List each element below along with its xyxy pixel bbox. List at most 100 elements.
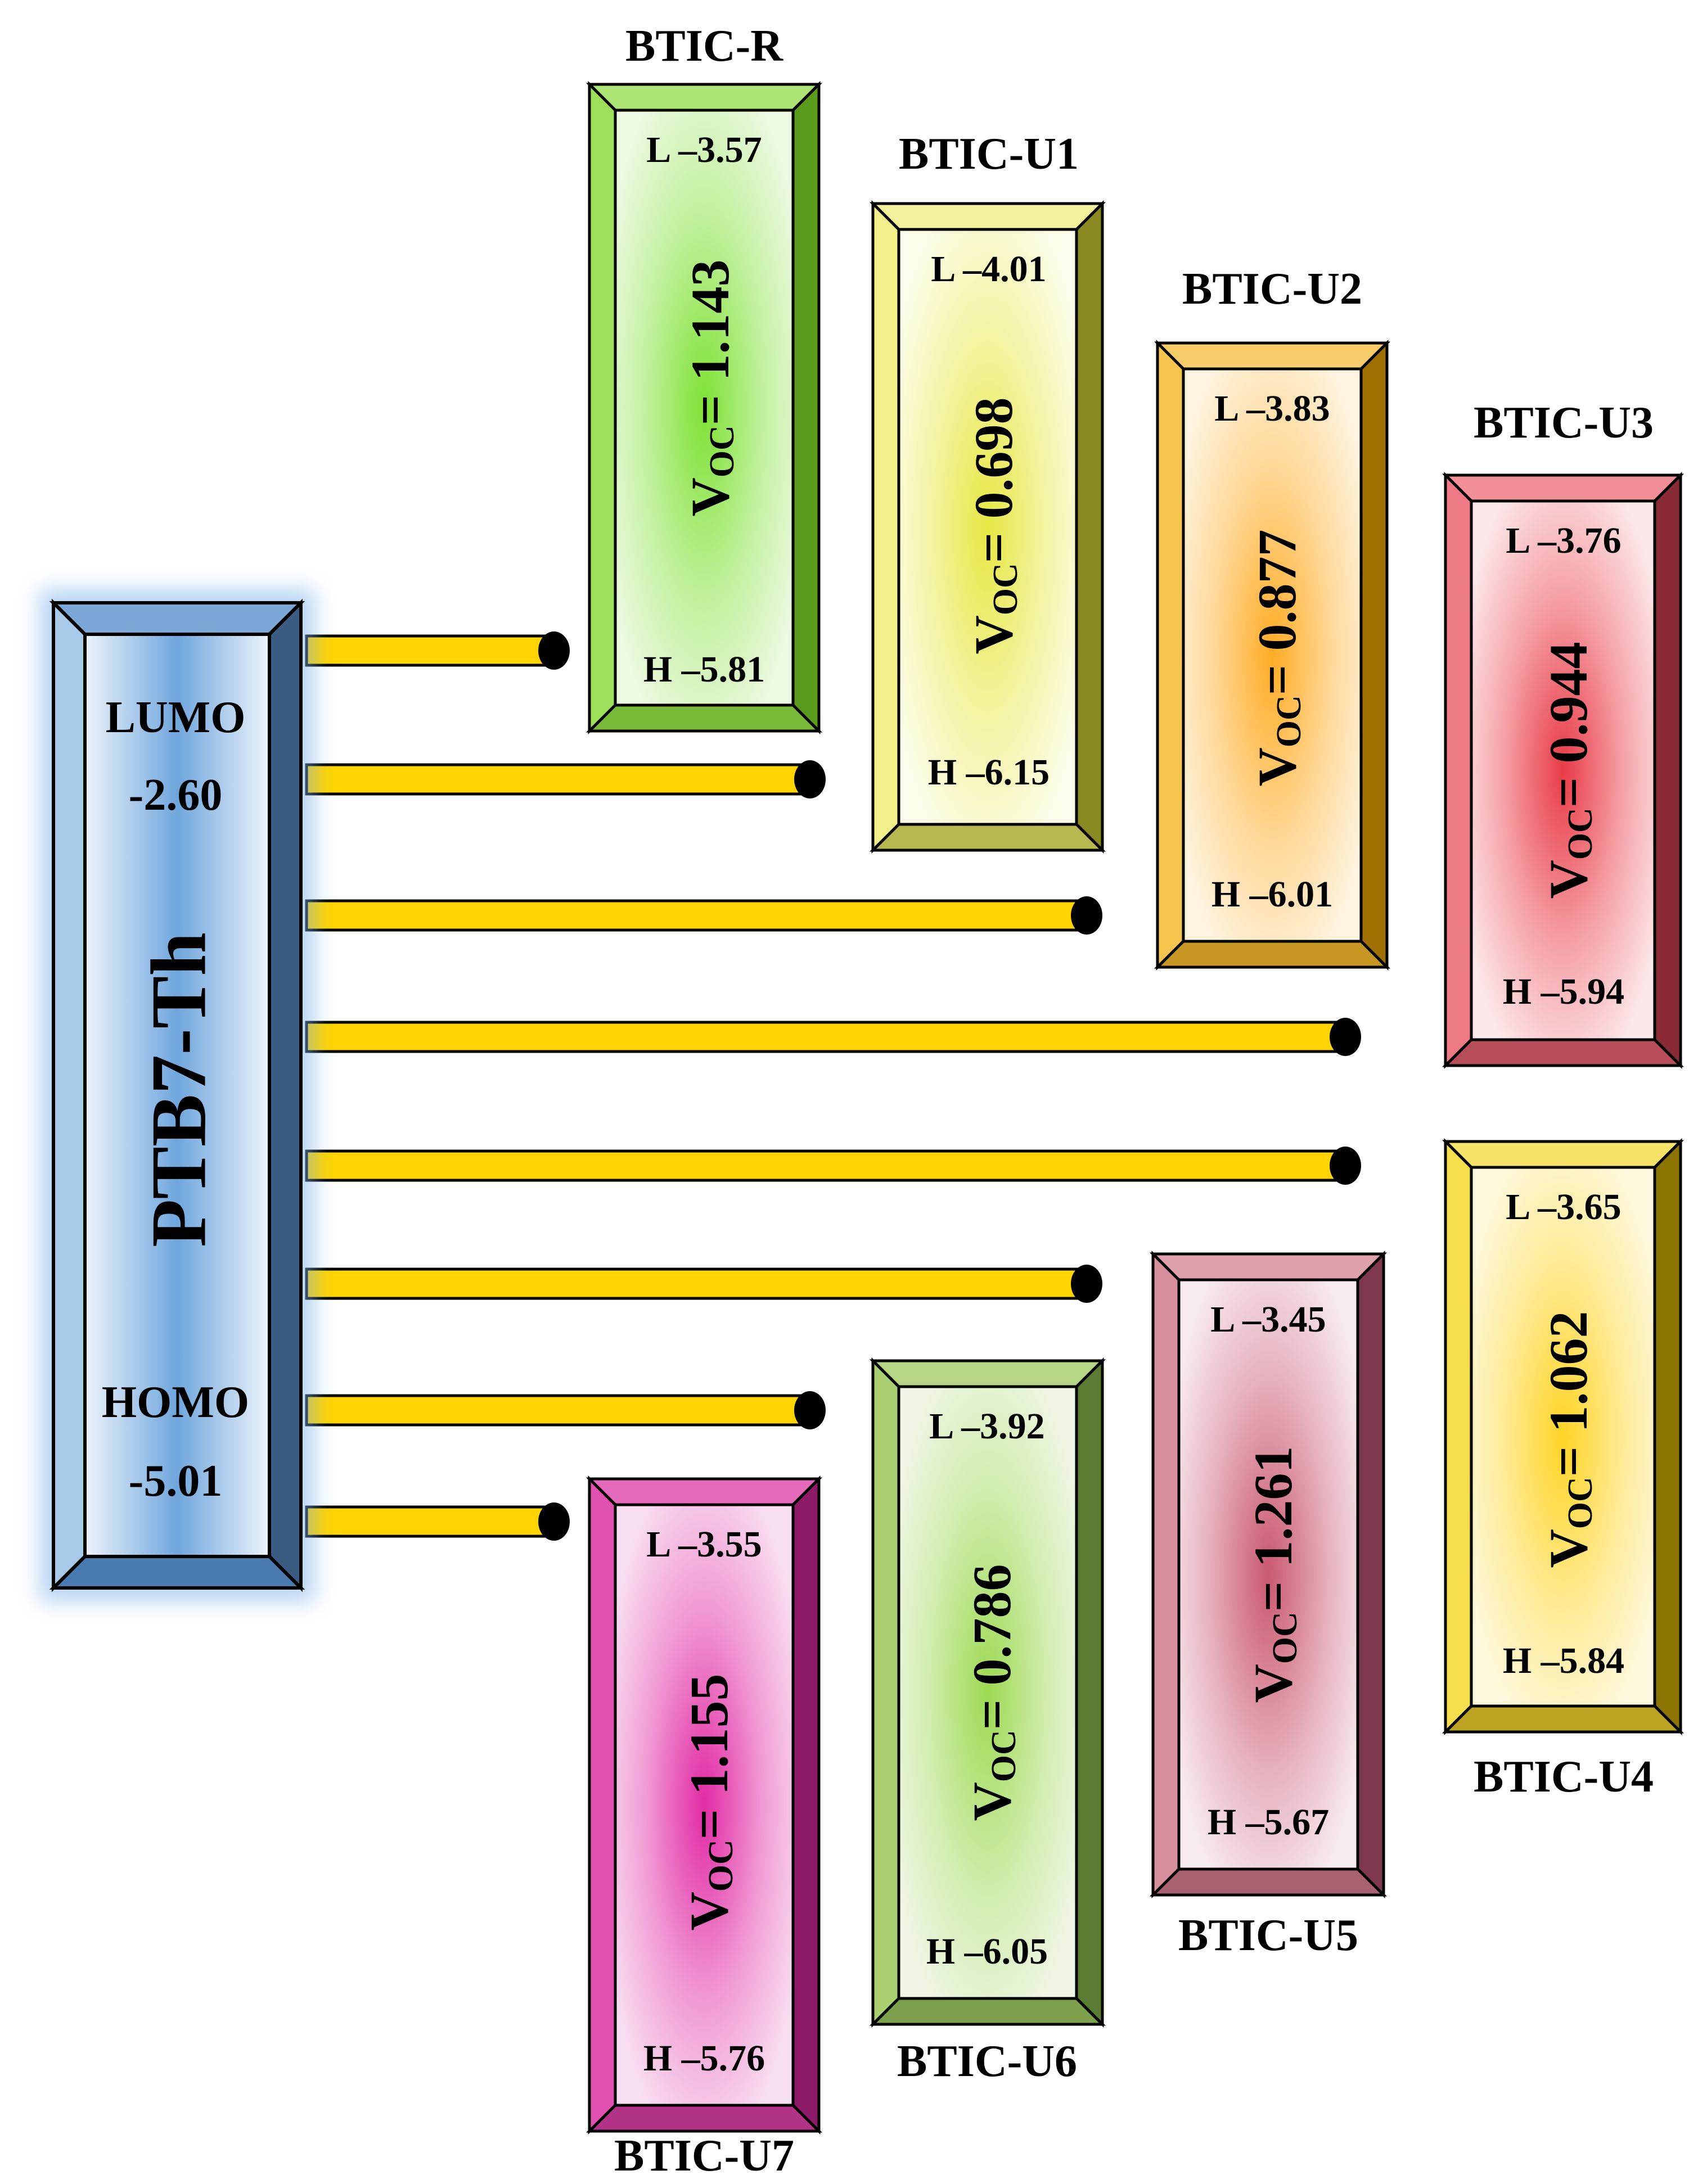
voc-value: = 0.698	[963, 397, 1024, 563]
voc-label: VOC= 1.261	[1243, 1446, 1305, 1703]
bevel-right	[1653, 471, 1682, 1070]
bevel-bottom	[869, 823, 1106, 852]
connector-bar	[305, 1505, 556, 1538]
voc-value: = 1.062	[1538, 1311, 1598, 1477]
voc-value: = 1.261	[1243, 1446, 1303, 1612]
homo-level: H –6.15	[928, 752, 1050, 793]
voc-subscript: OC	[985, 1730, 1023, 1782]
box-title: BTIC-U6	[897, 2037, 1077, 2086]
voc-value: = 1.155	[679, 1673, 739, 1839]
box-face	[1470, 499, 1656, 1041]
bevel-top	[869, 1359, 1106, 1388]
donor-name: PTB7-Th	[136, 932, 223, 1247]
connector-cap	[538, 631, 570, 670]
voc-label: VOC= 0.944	[1538, 642, 1600, 899]
voc-value: = 0.944	[1538, 642, 1598, 807]
box-title: BTIC-U3	[1474, 398, 1654, 448]
voc-subscript: OC	[1266, 1612, 1304, 1664]
bevel-right	[1356, 1250, 1385, 1899]
connector-bar	[305, 634, 556, 667]
box-face	[1177, 1278, 1359, 1871]
bevel-left	[588, 1475, 617, 2135]
bevel-right	[1653, 1138, 1682, 1736]
bevel-bottom	[1149, 1867, 1388, 1897]
bevel-top	[1149, 1252, 1388, 1281]
homo-level: H –6.01	[1211, 874, 1333, 915]
connector-6	[305, 1265, 1102, 1303]
connector-3	[305, 896, 1102, 935]
voc-label: VOC= 0.877	[1247, 529, 1309, 786]
voc-label: VOC= 1.143	[680, 259, 742, 516]
voc-label: VOC= 0.698	[963, 397, 1025, 654]
box-face	[897, 228, 1078, 826]
voc-label: VOC= 0.786	[962, 1564, 1024, 1821]
homo-level: H –5.84	[1503, 1640, 1624, 1681]
voc-subscript: OC	[702, 1839, 740, 1892]
donor-homo-label: HOMO	[102, 1378, 249, 1427]
voc-symbol: V	[963, 615, 1024, 654]
connector-bar	[305, 899, 1088, 932]
bevel-bottom	[585, 703, 823, 733]
voc-value: = 0.877	[1247, 529, 1307, 695]
connector-bar	[305, 1394, 812, 1427]
acceptor-btic-u5: BTIC-U5 L –3.45 H –5.67 VOC= 1.261	[1149, 1250, 1388, 1960]
lumo-level: L –3.55	[646, 1524, 762, 1565]
bevel-right	[1075, 200, 1104, 854]
connector-4	[305, 1018, 1361, 1056]
homo-level: H –6.05	[926, 1931, 1048, 1972]
box-face	[614, 1503, 795, 2107]
voc-symbol: V	[1538, 860, 1598, 899]
bevel-left	[871, 200, 900, 854]
lumo-level: L –3.76	[1506, 520, 1621, 561]
bevel-top	[585, 1477, 823, 1506]
voc-symbol: V	[1247, 747, 1307, 786]
box-title: BTIC-U1	[899, 129, 1079, 179]
bevel-top	[1154, 341, 1391, 371]
lumo-level: L –3.45	[1210, 1299, 1326, 1340]
connector-7	[305, 1391, 826, 1429]
lumo-level: L –3.83	[1214, 388, 1330, 429]
homo-level: H –5.67	[1208, 1802, 1329, 1843]
voc-subscript: OC	[1561, 807, 1600, 860]
box-face	[614, 109, 795, 707]
donor-bevel-right	[268, 598, 303, 1592]
connector-bar	[305, 763, 812, 796]
bevel-top	[869, 202, 1106, 231]
bevel-bottom	[585, 2104, 823, 2133]
box-title: BTIC-U4	[1474, 1752, 1654, 1802]
homo-level: H –5.94	[1503, 971, 1624, 1012]
donor-bevel-top	[49, 601, 305, 636]
voc-symbol: V	[1243, 1664, 1303, 1703]
donor-bevel-left	[52, 598, 87, 1592]
box-title: BTIC-U5	[1178, 1911, 1358, 1960]
connector-bar	[305, 1149, 1347, 1182]
voc-symbol: V	[680, 477, 740, 516]
acceptor-btic-u1: BTIC-U1 L –4.01 H –6.15 VOC= 0.698	[869, 129, 1106, 854]
bevel-bottom	[869, 1997, 1106, 2026]
voc-symbol: V	[962, 1782, 1022, 1821]
voc-symbol: V	[679, 1892, 739, 1930]
connector-2	[305, 760, 826, 798]
lumo-level: L –4.01	[931, 249, 1046, 290]
connector-cap	[1071, 896, 1102, 935]
connector-cap	[794, 760, 826, 798]
acceptor-btic-u3: BTIC-U3 L –3.76 H –5.94 VOC= 0.944	[1442, 398, 1685, 1070]
voc-value: = 1.143	[680, 259, 740, 425]
box-face	[1470, 1166, 1656, 1708]
connector-8	[305, 1502, 570, 1541]
bevel-right	[1359, 339, 1389, 971]
homo-level: H –5.81	[643, 649, 765, 690]
bevel-left	[588, 80, 617, 735]
donor-lumo-label: LUMO	[106, 693, 246, 742]
connector-bar	[305, 1267, 1088, 1300]
bevel-top	[1442, 1140, 1685, 1169]
connector-cap	[538, 1502, 570, 1541]
box-face	[897, 1385, 1078, 2000]
lumo-level: L –3.65	[1506, 1186, 1621, 1228]
